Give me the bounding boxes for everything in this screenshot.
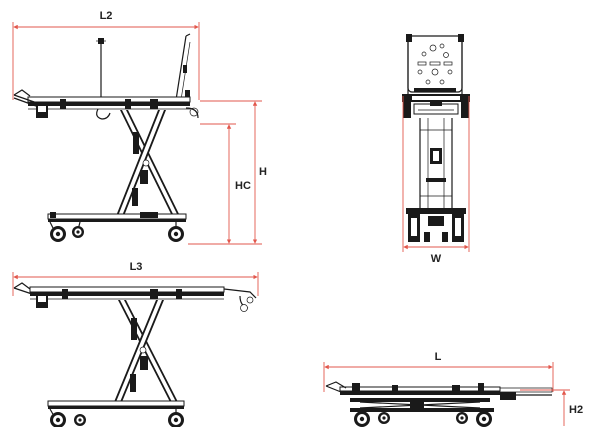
top-frame <box>402 94 470 118</box>
dimension-hc: HC <box>188 123 262 245</box>
label-l3: L3 <box>130 261 143 273</box>
backrest <box>175 33 191 101</box>
end-base <box>406 208 466 242</box>
dimension-w: W <box>402 96 470 265</box>
scissor-frame <box>116 110 180 216</box>
label-h: H <box>259 166 267 178</box>
dimension-h: H <box>200 100 267 244</box>
label-w: W <box>431 253 442 265</box>
label-h2: H2 <box>569 404 583 416</box>
base-frame <box>47 212 187 242</box>
side-view-raised-flat: L3 <box>12 261 259 427</box>
backrest-panel <box>406 34 464 100</box>
side-view-raised-backrest: L2 <box>12 10 267 245</box>
label-l2: L2 <box>100 10 113 22</box>
label-hc: HC <box>235 180 251 192</box>
flat-platform <box>13 282 257 312</box>
collapsed-stretcher <box>325 381 553 427</box>
dimension-l3: L3 <box>12 261 259 296</box>
dimension-h2: H2 <box>520 389 583 426</box>
label-l: L <box>435 351 442 363</box>
dimension-l: L <box>323 351 554 392</box>
iv-pole <box>96 38 106 98</box>
end-view: W <box>402 34 470 265</box>
platform <box>13 89 199 120</box>
flat-base <box>47 400 185 427</box>
side-view-collapsed: L H2 <box>323 351 583 427</box>
flat-scissor-frame <box>114 300 178 402</box>
center-column <box>419 118 453 210</box>
dimension-l2: L2 <box>12 10 200 100</box>
